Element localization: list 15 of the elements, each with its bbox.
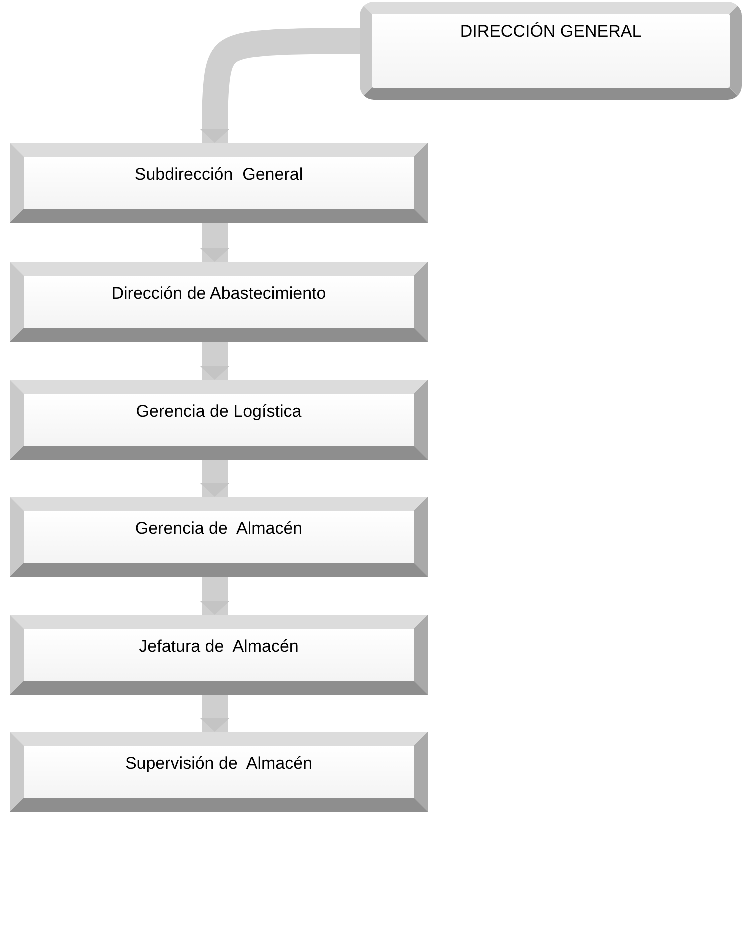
box-label: Gerencia de Logística <box>136 401 302 422</box>
rounded-box <box>360 2 742 100</box>
box-label: Gerencia de Almacén <box>135 518 303 539</box>
box-label: Dirección de Abastecimiento <box>112 283 326 304</box>
beveled-box <box>10 497 428 577</box>
box-label: Subdirección General <box>134 164 304 185</box>
box-label: Supervisión de Almacén <box>125 753 313 774</box>
beveled-box <box>10 732 428 812</box>
beveled-box <box>10 262 428 342</box>
box-label: Jefatura de Almacén <box>139 636 299 657</box>
box-label: DIRECCIÓN GENERAL <box>460 21 642 42</box>
block-arrow <box>200 28 360 143</box>
beveled-box <box>10 143 428 223</box>
beveled-box <box>10 380 428 460</box>
beveled-box <box>10 615 428 695</box>
